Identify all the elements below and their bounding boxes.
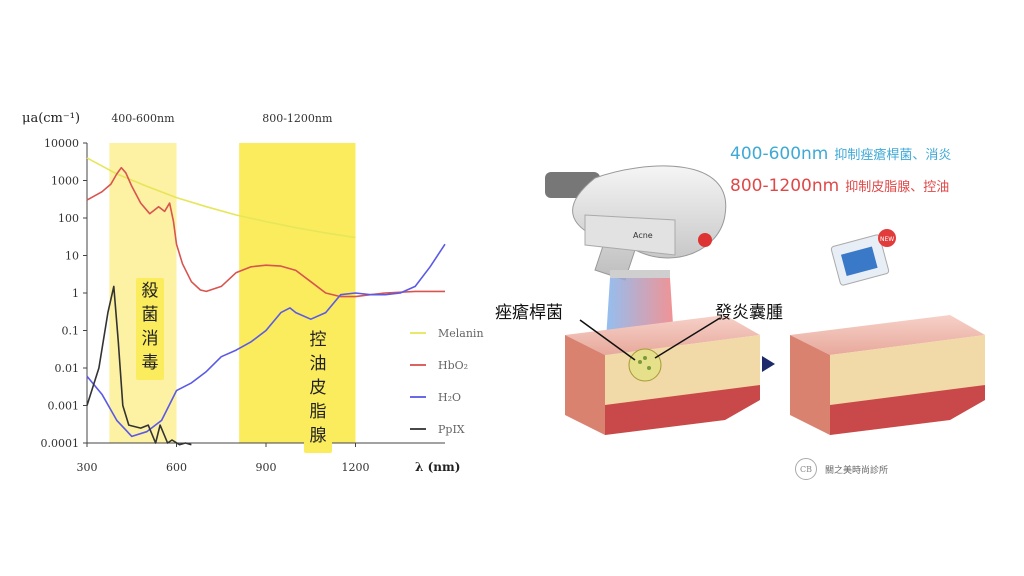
handpiece-indicator-light [698,233,712,247]
laser-handpiece: Acne [545,165,727,281]
y-tick-label: 10 [65,250,79,263]
absorption-chart: 400-600nm 800-1200nm 10000 1000 100 10 1 0.1 0.… [22,111,484,474]
y-tick-label: 0.001 [48,400,80,413]
band-text-oil-char: 油 [310,354,327,374]
legend-label: Melanin [438,327,484,340]
skin-block-before [565,315,760,435]
clinic-name: 關之美時尚診所 [825,465,889,476]
band-text-sterilize-char: 殺 [142,281,159,301]
blue-effect-text: 抑制痤瘡桿菌、消炎 [834,148,952,163]
x-tick-label: 1200 [342,461,370,474]
y-tick-label: 1000 [51,175,79,188]
filter-cartridge: NEW [830,229,896,286]
band-range-label: 800-1200nm [262,112,333,125]
blue-light-annotation: 400-600nm 抑制痤瘡桿菌、消炎 [730,144,951,164]
band-text-oil-bg [304,327,332,453]
y-tick-label: 1 [72,287,79,300]
red-light-annotation: 800-1200nm 抑制皮脂腺、控油 [730,176,949,196]
band-text-oil-char: 控 [310,330,327,350]
new-badge-text: NEW [880,236,894,243]
y-axis-label: μa(cm⁻¹) [22,111,80,126]
handpiece-head [584,214,676,256]
y-tick-label: 0.1 [62,325,80,338]
handpiece-label: Acne [633,231,653,240]
band-range-label: 400-600nm [111,112,175,125]
band-text-sterilize-bg [136,278,164,380]
bacteria-dot [638,360,642,364]
skin-side-before [565,335,605,435]
x-tick-label: 600 [166,461,187,474]
skin-dermis-after [830,385,985,435]
treatment-illustration: Acne NEW [495,120,1024,500]
x-axis-label: λ (nm) [415,460,460,474]
band-text-oil-char: 脂 [310,402,327,422]
band-text-sterilize-char: 毒 [142,353,159,373]
illustration-svg: Acne NEW [545,165,985,435]
pointer-line-inflammation [654,317,721,359]
band-text-sterilize-char: 消 [142,329,159,349]
series-line-hbo [86,166,445,298]
series-line-ppix [86,285,192,446]
clinic-logo: CB [795,458,817,480]
red-wavelength-text: 800-1200nm [730,176,840,196]
series-line-melanin [86,157,356,239]
bacteria-label: 痤瘡桿菌 [495,303,563,323]
handpiece-tip [610,270,670,278]
skin-dermis-before [605,385,760,435]
inflammation-label: 發炎囊腫 [715,303,783,323]
pointer-line-bacteria [579,319,636,361]
x-tick-label: 300 [77,461,98,474]
legend-label: PpIX [438,423,465,436]
skin-block-after [790,315,985,435]
before-after-arrow-icon [762,356,775,372]
x-tick-label: 900 [256,461,277,474]
band-text-oil-char: 腺 [310,426,327,446]
skin-side-after [790,335,830,435]
red-effect-text: 抑制皮脂腺、控油 [845,180,950,195]
acne-bacteria-cyst [628,348,662,382]
blue-wavelength-text: 400-600nm [730,144,829,164]
y-tick-label: 0.0001 [41,437,80,450]
band-rect [239,143,356,443]
series-line-ho [86,243,446,438]
bacteria-dot [647,366,651,370]
clinic-credit: CB 關之美時尚診所 [795,458,888,480]
legend-label: HbO₂ [438,359,468,372]
cartridge-window [840,246,878,276]
legend-label: H₂O [438,391,461,404]
skin-top-after [790,315,985,355]
band-text-oil-char: 皮 [310,378,327,398]
y-tick-label: 100 [58,212,79,225]
y-tick-label: 0.01 [55,362,80,375]
bacteria-dot [643,356,647,360]
chart-axes: 10000 1000 100 10 1 0.1 0.01 0.001 0.0001 300 600 9… [22,111,460,474]
y-tick-label: 10000 [44,137,79,150]
chart-series [86,157,446,446]
new-badge-icon [878,229,896,247]
band-text-sterilize-char: 菌 [142,305,159,325]
